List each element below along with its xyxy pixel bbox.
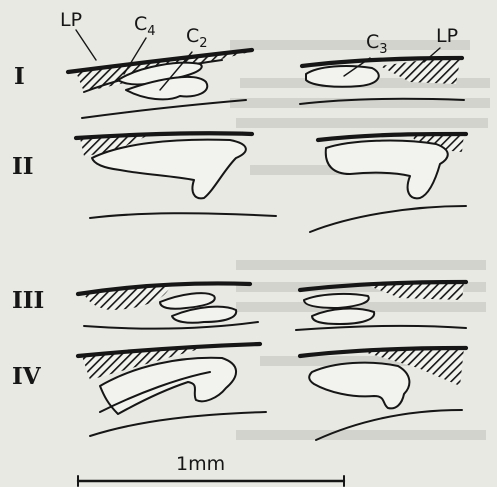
row-i-right-c3-lobe [306,66,379,87]
row-numeral-ii: II [12,153,34,180]
row-numeral-iii: III [12,287,44,314]
row-iv-right-base-line [316,410,462,440]
row-iv-left-section [78,344,266,436]
row-ii-left-base-line [90,213,276,218]
row-iii-right-base-line [296,326,466,330]
row-ii-right-section [310,134,466,232]
row-iii-right-lobe-lower [312,309,374,324]
row-numeral-iv: IV [12,363,42,390]
row-iii-left-section [78,283,258,328]
row-i-right-section [300,58,464,104]
row-i-left-base-line [82,100,246,118]
row-ii-right-lobe [326,141,448,199]
row-iv-left-base-line [90,412,266,436]
scale-bar: 1mm [78,453,344,486]
label-c4: C4 [134,13,156,39]
row-i-right-lp-hatched [380,58,460,84]
label-lp-left: LP [60,9,82,31]
row-iv-right-section [300,348,466,440]
label-lp-right: LP [436,25,458,47]
leader-lp-left [76,30,96,60]
row-ii-left-section [76,132,276,218]
row-iv-right-lobe [309,363,409,409]
row-numeral-i: I [14,63,25,90]
row-i-right-base-line [300,99,464,104]
label-c2: C2 [186,25,208,51]
row-iii-left-base-line [84,322,258,329]
scale-bar-label: 1mm [176,453,225,475]
label-c3: C3 [366,31,388,57]
row-ii-left-lp-line [76,133,252,138]
row-iii-right-lobe-upper [304,294,369,308]
row-ii-right-base-line [310,206,466,232]
row-numerals: I II III IV [12,63,44,390]
row-iii-right-section [296,282,466,330]
